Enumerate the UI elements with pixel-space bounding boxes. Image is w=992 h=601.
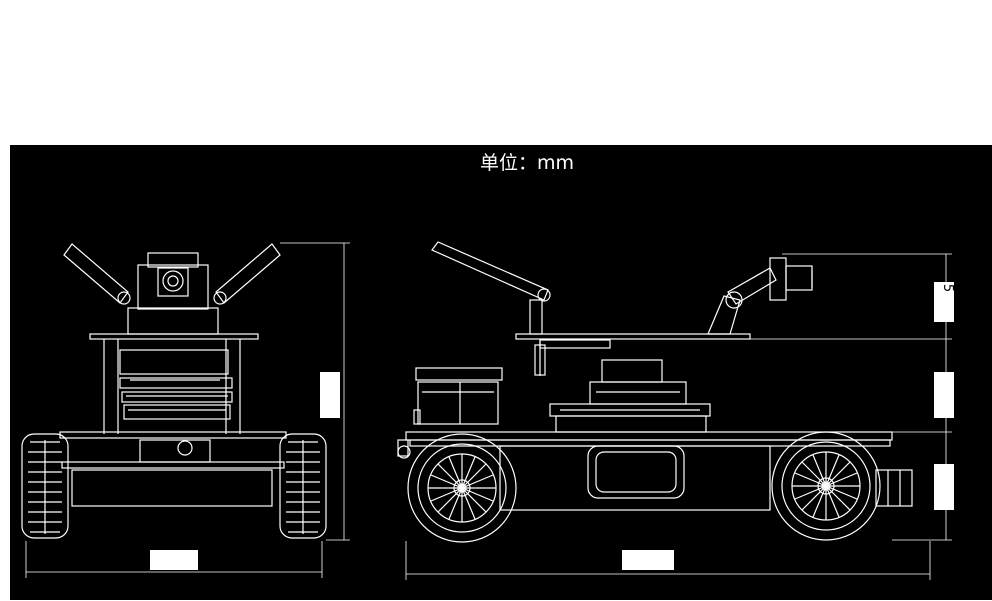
side-bottom-box bbox=[934, 464, 954, 510]
side-top-text: 5 bbox=[940, 284, 955, 292]
drawing-background bbox=[10, 145, 992, 600]
side-top-box bbox=[934, 282, 954, 322]
front-view bbox=[21, 243, 327, 539]
front-lower-body bbox=[71, 469, 273, 507]
side-mid-box bbox=[934, 372, 954, 418]
side-front-wheel bbox=[771, 431, 881, 541]
front-controller-board bbox=[119, 349, 233, 420]
front-right-antenna bbox=[213, 243, 281, 305]
front-width-box bbox=[150, 550, 198, 570]
front-dimension-lines bbox=[25, 242, 350, 578]
front-top-plate bbox=[89, 333, 259, 340]
side-chassis-plate bbox=[405, 431, 893, 441]
side-length-box bbox=[622, 550, 674, 570]
side-antenna bbox=[431, 241, 551, 335]
front-left-wheel bbox=[21, 433, 69, 539]
side-rear-board bbox=[413, 367, 503, 425]
front-height-box bbox=[320, 372, 340, 418]
side-view bbox=[397, 241, 913, 543]
side-dimension-lines bbox=[405, 253, 952, 580]
side-motor bbox=[875, 469, 913, 507]
front-left-antenna bbox=[63, 243, 131, 305]
front-camera bbox=[127, 252, 219, 335]
front-right-wheel bbox=[279, 433, 327, 539]
side-top-plate bbox=[515, 333, 751, 340]
dimension-labels: 5 bbox=[150, 282, 955, 570]
side-main-controller bbox=[549, 359, 711, 433]
side-rear-wheel bbox=[407, 433, 517, 543]
side-battery-window bbox=[587, 445, 685, 499]
side-camera-arm bbox=[707, 257, 813, 335]
side-lower-body bbox=[499, 445, 771, 511]
front-chassis-plate bbox=[59, 431, 287, 439]
unit-label: 单位：mm bbox=[480, 152, 575, 174]
